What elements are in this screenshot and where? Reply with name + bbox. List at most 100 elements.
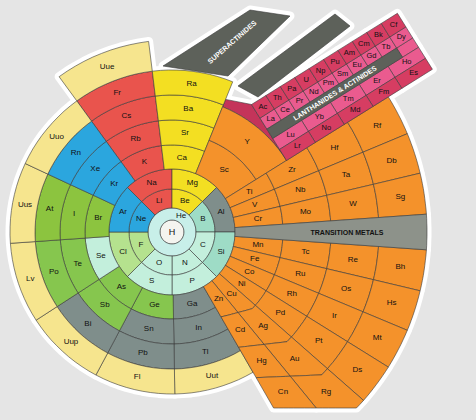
element-cell: Fl bbox=[95, 352, 176, 395]
element-symbol: Lr bbox=[294, 142, 301, 150]
element-symbol: Tc bbox=[301, 248, 309, 256]
element-symbol: Er bbox=[373, 77, 381, 85]
cell-fill bbox=[233, 206, 282, 227]
element-symbol: As bbox=[117, 283, 126, 291]
element-symbol: B bbox=[200, 215, 205, 223]
element-symbol: Lu bbox=[286, 131, 294, 139]
element-symbol: Po bbox=[49, 268, 59, 276]
element-symbol: Ti bbox=[246, 188, 252, 196]
element-symbol: U bbox=[303, 76, 308, 84]
element-symbol: C bbox=[200, 241, 206, 249]
element-symbol: O bbox=[156, 259, 162, 267]
category-label: TRANSITION METALS bbox=[311, 229, 384, 236]
element-cell: Uuo bbox=[25, 100, 93, 176]
element-cell: Ra bbox=[152, 70, 234, 106]
element-symbol: Ra bbox=[186, 80, 196, 88]
element-symbol: Sb bbox=[100, 301, 110, 309]
element-symbol: Rh bbox=[287, 290, 297, 298]
element-symbol: Zr bbox=[288, 166, 296, 174]
element-symbol: Nd bbox=[309, 88, 319, 96]
element-symbol: Rb bbox=[130, 135, 140, 143]
cell-shape bbox=[10, 241, 59, 322]
element-symbol: Ds bbox=[352, 366, 362, 374]
cell-fill bbox=[308, 113, 344, 142]
element-symbol: Se bbox=[96, 252, 106, 260]
element-symbol: Au bbox=[290, 355, 300, 363]
element-symbol: Tb bbox=[382, 43, 391, 51]
element-symbol: Cs bbox=[121, 112, 131, 120]
element-symbol: Fe bbox=[250, 255, 259, 263]
element-symbol: Ga bbox=[187, 300, 198, 308]
element-symbol: Cl bbox=[119, 248, 127, 256]
element-symbol: V bbox=[252, 201, 257, 209]
element-cell: Zn bbox=[203, 280, 240, 318]
element-symbol: Cd bbox=[235, 326, 245, 334]
element-symbol: Bh bbox=[395, 263, 405, 271]
cell-fill bbox=[25, 101, 91, 174]
element-symbol: Al bbox=[217, 208, 224, 216]
element-symbol: Rn bbox=[71, 149, 81, 157]
element-symbol: Fr bbox=[113, 89, 121, 97]
element-symbol: Ta bbox=[342, 171, 350, 179]
element-symbol: Ba bbox=[183, 105, 193, 113]
element-cell: Sg bbox=[373, 173, 428, 219]
element-symbol: Cf bbox=[390, 21, 398, 29]
element-symbol: Li bbox=[156, 197, 162, 205]
cell-shape bbox=[152, 70, 234, 106]
element-symbol: In bbox=[195, 324, 202, 332]
element-symbol: I bbox=[73, 210, 75, 218]
element-symbol: Ar bbox=[119, 208, 127, 216]
element-symbol: Cm bbox=[358, 40, 370, 48]
element-symbol: H bbox=[169, 228, 176, 237]
cell-fill bbox=[256, 376, 316, 408]
sticker-outline bbox=[10, 10, 432, 408]
element-symbol: Pa bbox=[287, 85, 296, 93]
cell-shape bbox=[59, 41, 154, 102]
element-symbol: P bbox=[190, 277, 195, 285]
category-label: LANTHANIDES & ACTINIDES bbox=[292, 65, 378, 122]
element-symbol: Tl bbox=[202, 348, 209, 356]
element-cell: Cd bbox=[221, 312, 266, 349]
cell-fill bbox=[337, 95, 373, 124]
element-symbol: Sr bbox=[181, 129, 189, 137]
element-symbol: Dy bbox=[397, 34, 406, 42]
cell-fill bbox=[235, 214, 427, 250]
element-symbol: Br bbox=[94, 214, 102, 222]
element-symbol: Tm bbox=[343, 95, 354, 103]
element-cell: W bbox=[326, 184, 380, 222]
element-symbol: F bbox=[139, 241, 144, 249]
element-symbol: Sm bbox=[337, 70, 348, 78]
element-symbol: Gd bbox=[367, 52, 377, 60]
element-symbol: Es bbox=[409, 70, 418, 78]
element-symbol: Md bbox=[350, 106, 360, 114]
element-symbol: Cu bbox=[226, 290, 236, 298]
element-symbol: Ho bbox=[402, 59, 412, 67]
cell-fill bbox=[267, 48, 403, 138]
element-symbol: Eu bbox=[353, 61, 362, 69]
element-symbol: Ag bbox=[258, 322, 268, 330]
element-symbol: Ni bbox=[238, 280, 246, 288]
element-symbol: Pu bbox=[330, 58, 339, 66]
element-symbol: Xe bbox=[90, 165, 100, 173]
element-symbol: Hs bbox=[387, 299, 397, 307]
element-symbol: Kr bbox=[110, 180, 118, 188]
cell-fill bbox=[366, 77, 402, 106]
element-symbol: Re bbox=[348, 256, 358, 264]
element-symbol: Te bbox=[73, 260, 81, 268]
element-symbol: Ne bbox=[136, 215, 146, 223]
element-symbol: Am bbox=[344, 49, 355, 57]
cell-fill bbox=[174, 351, 253, 394]
element-symbol: Hg bbox=[256, 357, 266, 365]
element-symbol: Uuo bbox=[49, 133, 64, 141]
element-symbol: Cn bbox=[278, 388, 288, 396]
element-cell: Cn bbox=[256, 376, 318, 409]
cell-fill bbox=[327, 184, 379, 221]
element-cell: Fm bbox=[366, 77, 403, 108]
cell-fill bbox=[10, 164, 48, 244]
element-symbol: Sc bbox=[219, 166, 228, 174]
element-symbol: W bbox=[349, 200, 357, 208]
element-symbol: Fl bbox=[134, 373, 141, 381]
element-symbol: Ge bbox=[149, 301, 160, 309]
element-symbol: Mg bbox=[187, 179, 198, 187]
